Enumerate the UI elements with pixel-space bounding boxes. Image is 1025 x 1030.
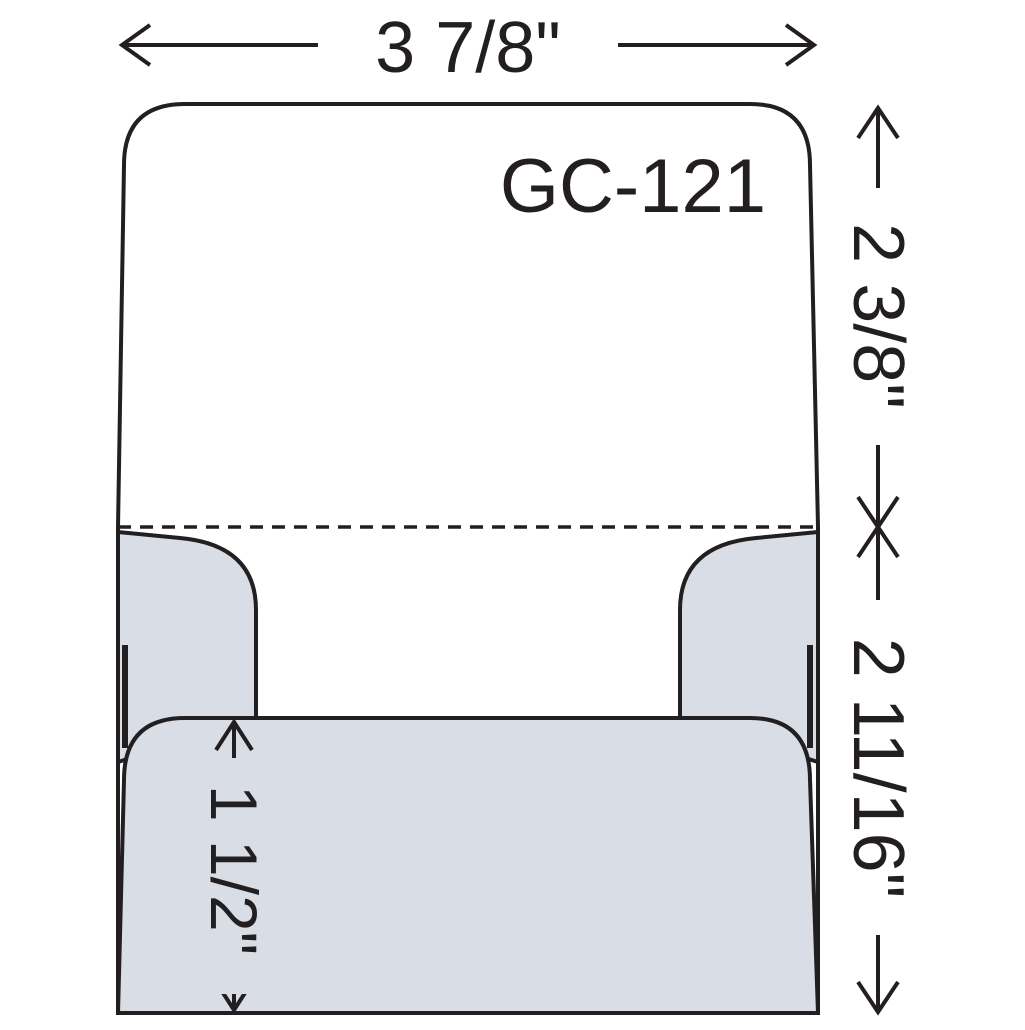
top-flap-outline (116, 102, 820, 528)
front-pocket (115, 716, 821, 1015)
width-dimension-label: 3 7/8" (375, 8, 561, 88)
bottom-height-dimension-label: 2 11/16" (838, 638, 918, 898)
bottom-height-dimension-arrow (856, 523, 900, 1016)
product-code-label: GC-121 (500, 144, 766, 229)
pocket-label-backdrop (200, 758, 266, 994)
width-dimension-arrow (118, 23, 818, 67)
folder-outer-edge (116, 527, 820, 1015)
pocket-height-dimension-label: 1 1/2" (197, 785, 271, 955)
left-side-flap (116, 529, 258, 765)
right-side-flap (678, 529, 820, 765)
top-height-dimension-label: 2 3/8" (838, 223, 918, 409)
